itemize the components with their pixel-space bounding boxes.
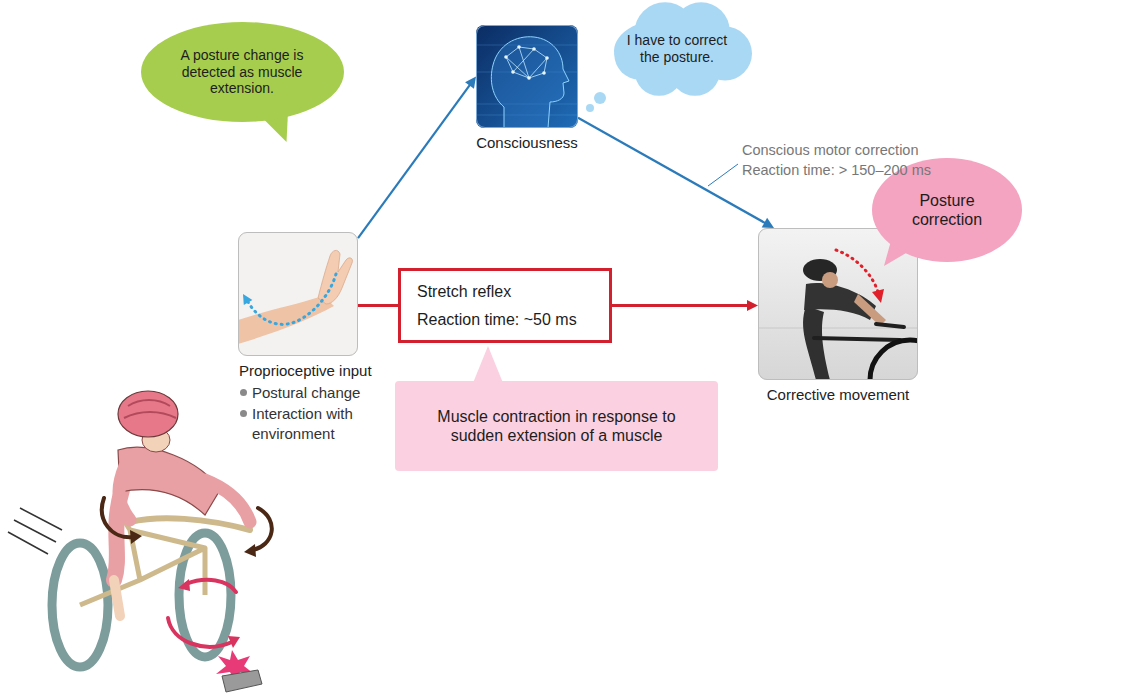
twist-arrow (252, 508, 272, 550)
text-group: Stretch reflexReaction time: ~50 ms (417, 282, 577, 328)
rider-arm (205, 480, 250, 522)
connector-line (358, 85, 470, 239)
cyclist-illustration (8, 391, 272, 692)
node-text: Muscle contraction in response to sudden… (432, 407, 682, 445)
callout-pointer (473, 346, 503, 383)
network-node (545, 56, 549, 60)
correction-arrow (836, 250, 878, 292)
handlebar (130, 518, 250, 530)
thought-cloud: I have to correct the posture. (602, 4, 752, 94)
arrow-head (747, 300, 758, 311)
network-node (511, 70, 515, 74)
network-node (504, 55, 508, 59)
arm-picture (238, 232, 358, 356)
correction-arrow-head (872, 289, 884, 303)
arm-image-box: Proprioceptive input (238, 232, 358, 356)
bubble-shape (141, 22, 344, 122)
thought-dot (586, 104, 594, 112)
node-text: A posture change is detected as muscle e… (167, 47, 317, 97)
twist-arrow-head (130, 530, 142, 544)
path-note: Conscious motor correction (742, 141, 972, 160)
node-caption: Proprioceptive input (239, 362, 372, 380)
rider-leg (803, 306, 830, 380)
node-text: Stretch reflex (417, 282, 577, 301)
bullet-item: Interaction with environment (252, 404, 368, 443)
reflex-box: Stretch reflexReaction time: ~50 ms (398, 268, 612, 343)
speech-bubble: A posture change is detected as muscle e… (141, 22, 344, 122)
connector-arrow (612, 300, 758, 311)
bike-frame (80, 514, 205, 605)
rider-helmet (118, 391, 178, 437)
caption-group: Corrective movement (767, 386, 910, 404)
brain-background (476, 25, 578, 128)
note-callout: Muscle contraction in response to sudden… (395, 381, 718, 471)
node-subtext: Reaction time: ~50 ms (417, 310, 577, 329)
photo-background (758, 228, 918, 380)
connector-line (612, 304, 748, 307)
arrow-head (762, 218, 774, 228)
network-node (527, 76, 531, 80)
bullet-dot (240, 410, 247, 417)
network-node (532, 47, 536, 51)
node-caption: Corrective movement (767, 386, 910, 404)
speed-lines (8, 508, 62, 554)
node-caption: Consciousness (476, 134, 578, 152)
text-group: Muscle contraction in response to sudden… (432, 407, 682, 445)
connector-line (358, 304, 398, 307)
text-group: Posture correction (895, 191, 999, 229)
stretch-arrow (248, 274, 336, 324)
brain-picture (476, 25, 578, 128)
bike-frame (814, 324, 904, 340)
twist-arrow (102, 498, 134, 537)
connector-arrow (358, 305, 398, 306)
arm-background (238, 232, 358, 356)
rider-face (822, 272, 838, 288)
text-group: A posture change is detected as muscle e… (167, 47, 317, 97)
thought-dot (594, 92, 606, 104)
caption-group: Proprioceptive input (239, 362, 372, 380)
brain-image-box: Consciousness (476, 25, 578, 128)
rider-arm (119, 466, 130, 520)
callout-shape (395, 381, 718, 471)
network-nodes (504, 45, 549, 80)
node-text: I have to correct the posture. (625, 32, 729, 66)
shape-outline (395, 381, 718, 471)
head-silhouette (491, 37, 569, 128)
path-note: Reaction time: > 150–200 ms (742, 161, 982, 180)
helmet-stripes (124, 400, 176, 418)
bullet-dot (240, 389, 247, 396)
text-group: I have to correct the posture. (625, 32, 729, 66)
forearm (238, 296, 334, 344)
twist-arrow-head (244, 544, 256, 557)
wheel-turn-arrow (168, 618, 232, 647)
network-node (517, 45, 521, 49)
neural-network (506, 47, 547, 78)
arrow-head (465, 77, 476, 89)
connector-arrow (358, 77, 476, 239)
wheel-turn-arrow-head (228, 636, 240, 648)
leader-line (708, 164, 738, 186)
connector-line (578, 118, 765, 223)
bullet-item: Postural change (252, 383, 382, 403)
caption-group: Consciousness (476, 134, 578, 152)
cyclist-photo (758, 228, 918, 380)
stretch-arrow-head (243, 294, 252, 305)
wheel-turn-arrow-head (178, 579, 190, 591)
cloud-body (614, 17, 740, 85)
bike-wheel (870, 340, 918, 380)
network-node (542, 71, 546, 75)
wheel-turn-arrow (186, 580, 236, 592)
road-obstacle (222, 670, 262, 692)
raised-hand (318, 250, 352, 304)
rider-shin (114, 580, 120, 616)
node-text: Posture correction (895, 191, 999, 229)
